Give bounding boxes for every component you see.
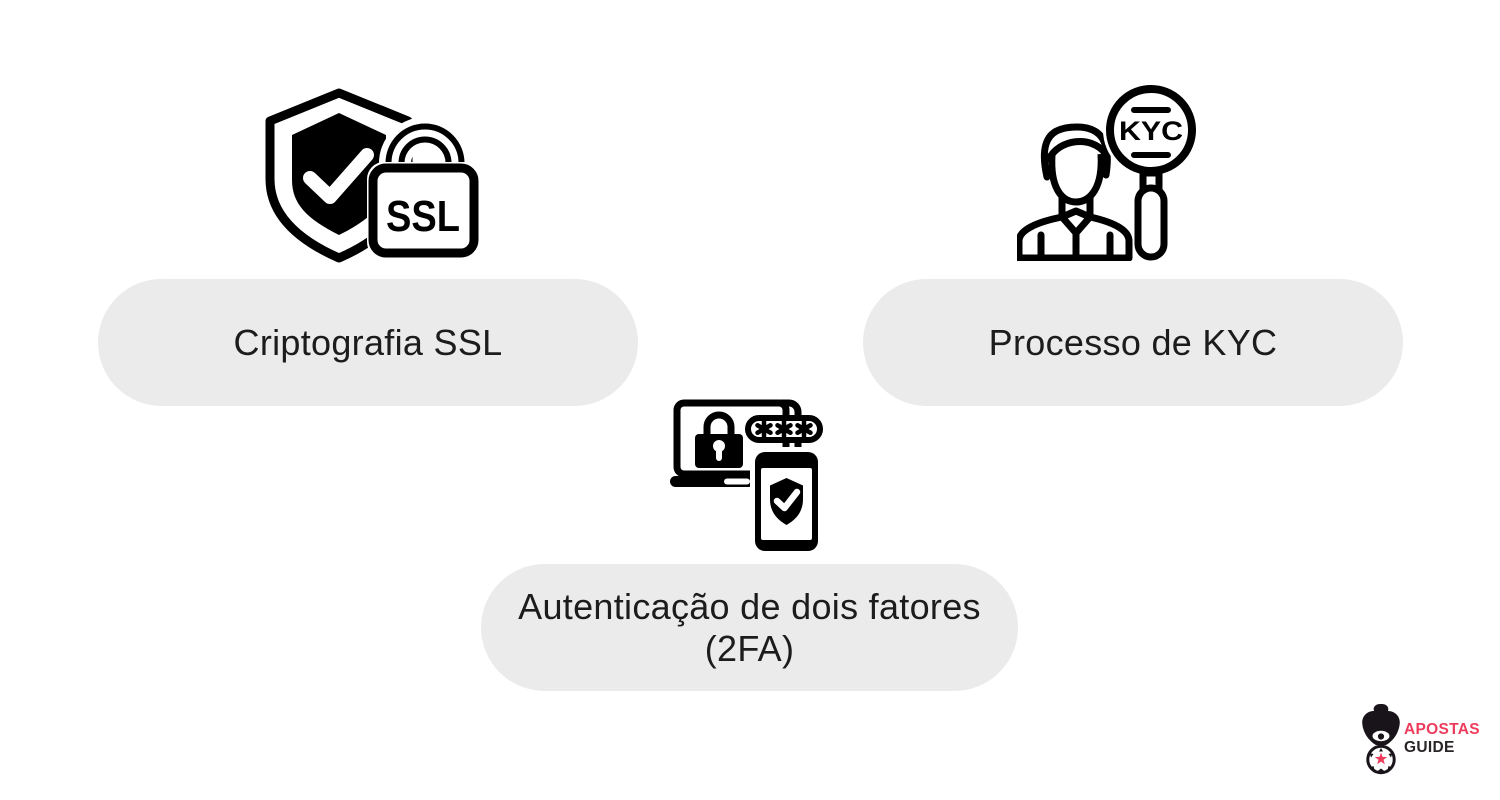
kyc-person-magnifier-icon: KYC — [1017, 83, 1199, 261]
feature-label-2fa-line1: Autenticação de dois fatores — [518, 586, 981, 628]
password-field-icon — [745, 415, 823, 443]
feature-label-2fa-line2: (2FA) — [704, 627, 795, 669]
kyc-magnifier-icon: KYC — [1103, 83, 1199, 261]
fortune-teller-ball-logo-icon — [1362, 703, 1400, 775]
ssl-padlock-icon: SSL — [367, 117, 480, 259]
2fa-laptop-phone-icon — [670, 399, 823, 552]
ssl-shield-lock-icon: SSL — [265, 88, 480, 263]
feature-pill-2fa: Autenticação de dois fatores (2FA) — [481, 564, 1018, 691]
logo-brand-guide: GUIDE — [1404, 739, 1455, 756]
feature-label-kyc: Processo de KYC — [988, 321, 1278, 363]
feature-pill-kyc: Processo de KYC — [863, 279, 1403, 406]
feature-label-ssl: Criptografia SSL — [233, 321, 503, 363]
person-icon — [1017, 123, 1133, 261]
feature-pill-ssl: Criptografia SSL — [98, 279, 638, 406]
phone-shield-icon — [750, 447, 823, 552]
connector-line — [780, 399, 802, 456]
kyc-magnifier-text: KYC — [1119, 116, 1183, 146]
logo-brand-apostas: APOSTAS — [1404, 721, 1480, 738]
logo-wordmark: APOSTAS GUIDE — [1404, 721, 1480, 757]
ssl-lock-text: SSL — [386, 192, 460, 241]
password-asterisks — [755, 419, 813, 439]
